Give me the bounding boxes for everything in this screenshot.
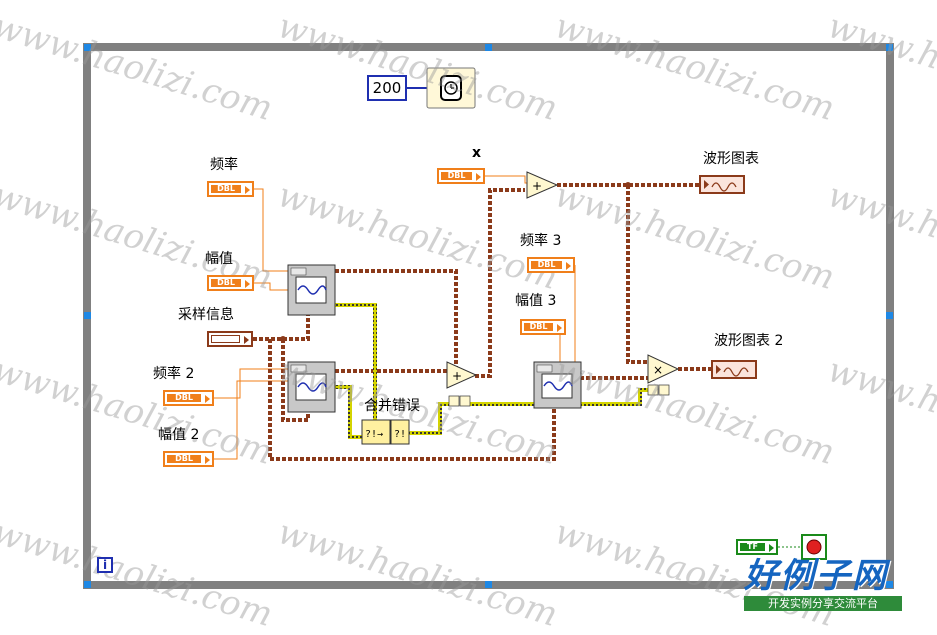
waveform-chart-indicator-1[interactable] bbox=[699, 175, 745, 194]
simulate-signal-vi-1[interactable] bbox=[287, 264, 336, 316]
add-function-1[interactable]: + bbox=[446, 361, 478, 407]
logo-sub-text: 开发实例分享交流平台 bbox=[744, 596, 902, 611]
freq2-terminal[interactable]: DBL bbox=[163, 390, 214, 406]
simulate-signal-vi-2[interactable] bbox=[287, 361, 336, 413]
svg-text:+: + bbox=[532, 179, 542, 193]
add-function-2[interactable]: + bbox=[526, 171, 559, 199]
dbl-type-label: DBL bbox=[167, 455, 201, 463]
freq1-terminal[interactable]: DBL bbox=[207, 181, 254, 197]
wait-ms-constant[interactable]: 200 bbox=[367, 75, 407, 101]
output-arrow-icon bbox=[557, 324, 562, 332]
output-arrow-icon bbox=[769, 544, 774, 552]
sample-info-label: 采样信息 bbox=[178, 307, 234, 323]
merge-errors-function[interactable]: ?!→ ?! bbox=[361, 419, 410, 445]
output-arrow-icon bbox=[205, 395, 210, 403]
freq1-label: 频率 bbox=[210, 157, 238, 173]
output-arrow-icon bbox=[245, 280, 250, 288]
output-arrow-icon bbox=[244, 336, 249, 344]
svg-text:?!→: ?!→ bbox=[365, 429, 383, 440]
output-arrow-icon bbox=[205, 456, 210, 464]
amp2-label: 幅值 2 bbox=[158, 427, 200, 443]
amp3-terminal[interactable]: DBL bbox=[520, 319, 566, 335]
sample-info-terminal[interactable] bbox=[207, 331, 253, 347]
boolean-constant[interactable]: TF bbox=[736, 539, 778, 555]
simulate-signal-vi-3[interactable] bbox=[533, 361, 582, 409]
waveform-chart-indicator-2[interactable] bbox=[711, 360, 757, 379]
while-loop-frame[interactable] bbox=[83, 43, 894, 589]
dbl-type-label: DBL bbox=[211, 279, 241, 287]
multiply-function[interactable]: × bbox=[647, 354, 680, 396]
x-label: x bbox=[472, 145, 482, 161]
freq3-label: 频率 3 bbox=[520, 233, 562, 249]
freq3-terminal[interactable]: DBL bbox=[527, 257, 575, 273]
output-arrow-icon bbox=[566, 262, 571, 270]
output-arrow-icon bbox=[245, 186, 250, 194]
dbl-type-label: DBL bbox=[531, 261, 562, 269]
wait-ms-function[interactable] bbox=[407, 67, 476, 109]
iteration-terminal: i bbox=[97, 557, 113, 573]
amp1-label: 幅值 bbox=[205, 251, 233, 267]
chart2-label: 波形图表 2 bbox=[714, 333, 784, 349]
x-terminal[interactable]: DBL bbox=[437, 168, 485, 184]
boolean-type-label: TF bbox=[740, 543, 765, 551]
merge-errors-label: 合并错误 bbox=[364, 398, 420, 414]
chart1-label: 波形图表 bbox=[703, 151, 759, 167]
dbl-type-label: DBL bbox=[441, 172, 472, 180]
wire-junction bbox=[625, 182, 631, 188]
freq2-label: 频率 2 bbox=[153, 366, 195, 382]
svg-text:×: × bbox=[653, 363, 663, 377]
error-wires bbox=[335, 303, 648, 439]
svg-text:+: + bbox=[452, 369, 462, 383]
cluster-type-icon bbox=[211, 335, 240, 343]
output-arrow-icon bbox=[476, 173, 481, 181]
amp3-label: 幅值 3 bbox=[515, 293, 557, 309]
wire-junction bbox=[280, 336, 286, 342]
stop-condition[interactable] bbox=[778, 534, 827, 560]
dbl-type-label: DBL bbox=[524, 323, 553, 331]
svg-text:?!: ?! bbox=[394, 429, 406, 440]
site-logo: 好例子网 开发实例分享交流平台 bbox=[744, 558, 902, 611]
dbl-type-label: DBL bbox=[167, 394, 201, 402]
dbl-type-label: DBL bbox=[211, 185, 241, 193]
amp1-terminal[interactable]: DBL bbox=[207, 275, 254, 291]
amp2-terminal[interactable]: DBL bbox=[163, 451, 214, 467]
logo-main-text: 好例子网 bbox=[744, 556, 888, 596]
